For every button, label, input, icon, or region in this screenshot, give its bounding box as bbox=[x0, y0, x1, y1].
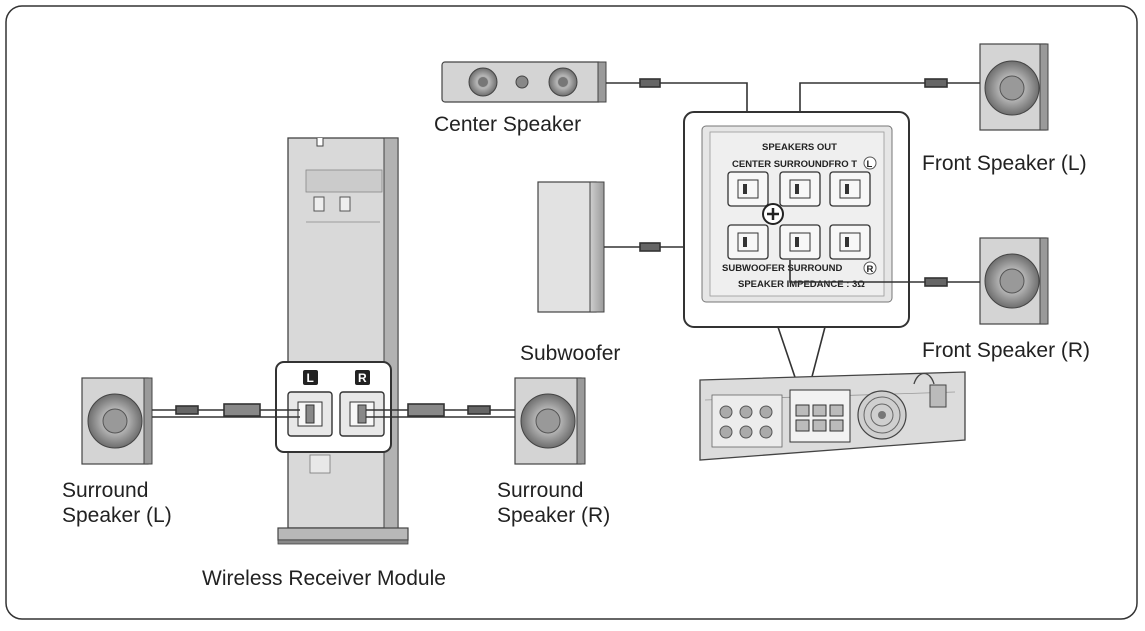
terminal-surround-bottom bbox=[779, 224, 821, 260]
module-terminal-zoom bbox=[275, 361, 392, 453]
svg-text:L: L bbox=[307, 371, 314, 385]
front-speaker-r-label: Front Speaker (R) bbox=[922, 339, 1090, 362]
main-unit-rear bbox=[699, 371, 966, 461]
terminal-center bbox=[727, 171, 769, 207]
surround-r-label-line2: Speaker (R) bbox=[497, 504, 610, 527]
plus-icon bbox=[762, 203, 784, 225]
svg-text:L: L bbox=[867, 159, 873, 170]
module-badge-l: L bbox=[303, 370, 318, 385]
surround-speaker-l bbox=[81, 377, 153, 465]
wireless-receiver-module bbox=[277, 137, 409, 545]
surround-l-label-line2: Speaker (L) bbox=[62, 504, 172, 527]
panel-corner-l: L bbox=[863, 156, 877, 170]
wireless-module-label: Wireless Receiver Module bbox=[202, 567, 446, 590]
front-speaker-l-label: Front Speaker (L) bbox=[922, 152, 1087, 175]
subwoofer-label: Subwoofer bbox=[520, 342, 620, 365]
svg-text:R: R bbox=[358, 371, 367, 385]
surround-speaker-r bbox=[514, 377, 586, 465]
svg-text:R: R bbox=[867, 264, 874, 275]
front-speaker-r bbox=[979, 237, 1049, 325]
panel-bottom-row-label: SUBWOOFER SURROUND bbox=[722, 263, 842, 274]
front-speaker-l bbox=[979, 43, 1049, 131]
panel-top-row-label: CENTER SURROUNDFRO T bbox=[732, 159, 857, 170]
front-speaker-r-cable bbox=[789, 260, 980, 287]
terminal-subwoofer bbox=[727, 224, 769, 260]
module-badge-r: R bbox=[355, 370, 370, 385]
terminal-surround-top bbox=[779, 171, 821, 207]
panel-title: SPEAKERS OUT bbox=[762, 142, 837, 153]
surround-speaker-l-cable bbox=[152, 403, 300, 418]
subwoofer bbox=[537, 181, 605, 313]
panel-impedance-label: SPEAKER IMPEDANCE : 3Ω bbox=[738, 279, 865, 290]
panel-corner-r: R bbox=[863, 261, 877, 275]
terminal-front-top bbox=[829, 171, 871, 207]
terminal-front-bottom bbox=[829, 224, 871, 260]
surround-r-label-line1: Surround bbox=[497, 479, 583, 502]
surround-speaker-r-cable bbox=[366, 403, 515, 418]
center-speaker bbox=[441, 61, 607, 103]
center-speaker-label: Center Speaker bbox=[434, 113, 581, 136]
surround-l-label-line1: Surround bbox=[62, 479, 148, 502]
